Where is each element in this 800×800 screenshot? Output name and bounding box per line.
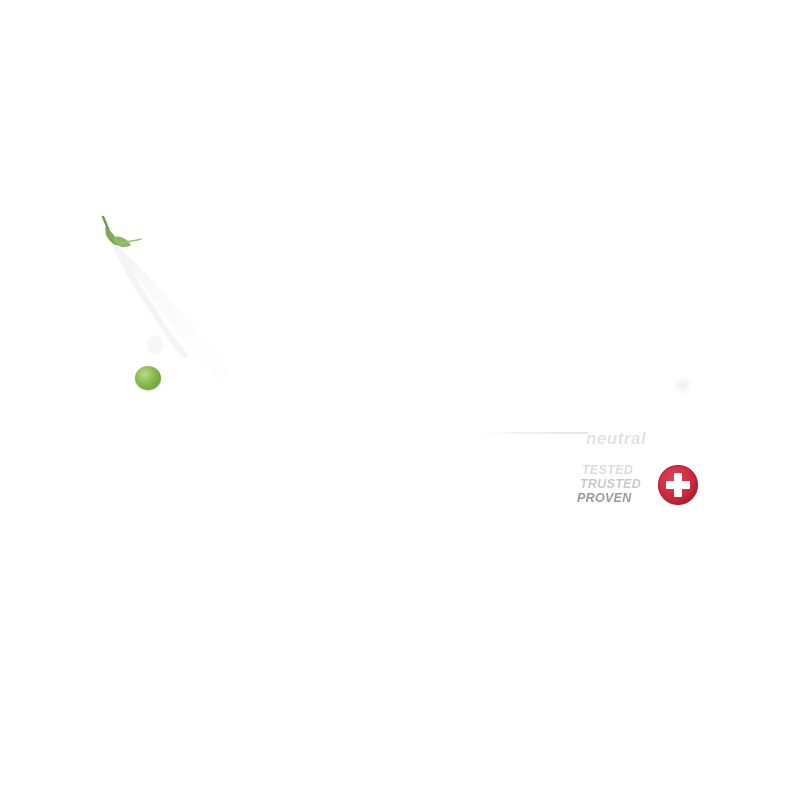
brand-underline xyxy=(478,432,588,434)
faint-highlight xyxy=(672,376,694,394)
pea-icon xyxy=(135,366,161,390)
swiss-cross-icon xyxy=(658,465,698,505)
claim-trusted: TRUSTED xyxy=(580,477,642,491)
claim-tested: TESTED xyxy=(582,463,634,477)
pea-sprig-icon xyxy=(101,215,238,387)
claim-proven: PROVEN xyxy=(577,491,632,505)
brand-word: neutral xyxy=(586,429,647,448)
claims-block: TESTED TRUSTED PROVEN xyxy=(576,463,656,505)
